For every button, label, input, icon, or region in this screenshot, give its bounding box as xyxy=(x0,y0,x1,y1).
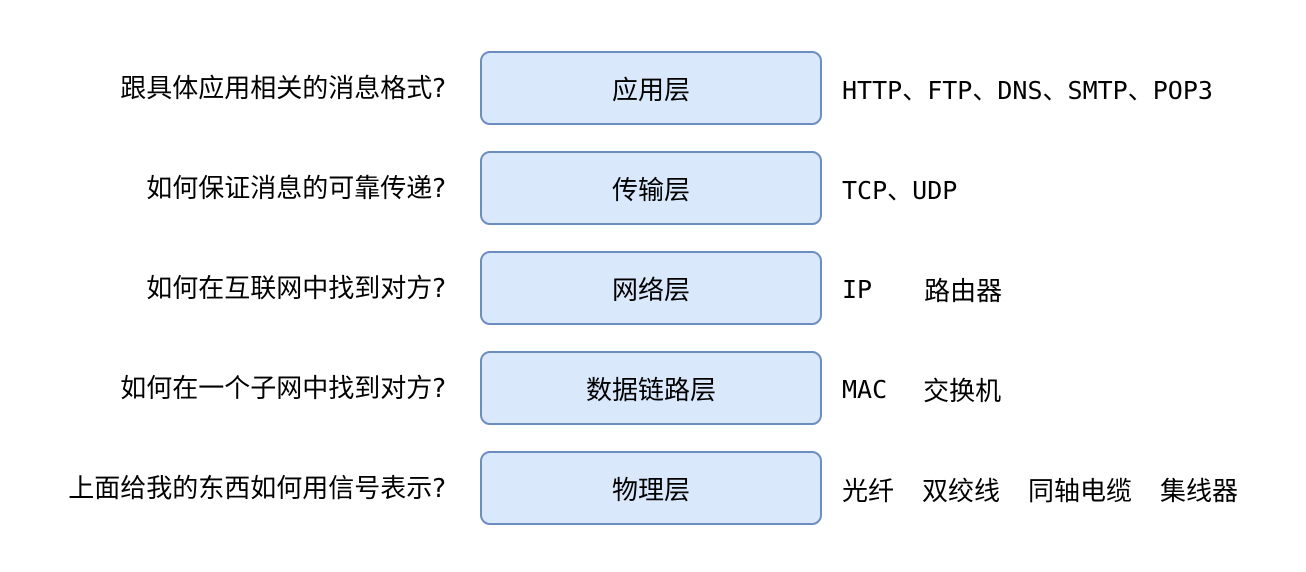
layer-row-transport: 如何保证消息的可靠传递? 传输层 TCP、UDP xyxy=(0,151,1306,227)
protocol-list: TCP、UDP xyxy=(842,176,958,205)
protocol-label: IP xyxy=(842,274,873,304)
layer-row-datalink: 如何在一个子网中找到对方? 数据链路层 MAC 交换机 xyxy=(0,351,1306,427)
layer-examples: HTTP、FTP、DNS、SMTP、POP3 xyxy=(842,51,1213,127)
medium-label: 双绞线 xyxy=(922,476,1001,507)
layer-row-physical: 上面给我的东西如何用信号表示? 物理层 光纤 双绞线 同轴电缆 集线器 xyxy=(0,451,1306,527)
layer-examples: MAC 交换机 xyxy=(842,351,1001,427)
protocol-list: HTTP、FTP、DNS、SMTP、POP3 xyxy=(842,76,1213,105)
layer-question: 如何在一个子网中找到对方? xyxy=(120,374,446,404)
layer-row-application: 跟具体应用相关的消息格式? 应用层 HTTP、FTP、DNS、SMTP、POP3 xyxy=(0,51,1306,127)
layer-examples: 光纤 双绞线 同轴电缆 集线器 xyxy=(842,451,1238,527)
layer-box-network: 网络层 xyxy=(480,251,822,325)
protocol-label: MAC xyxy=(842,374,888,404)
layer-box-physical: 物理层 xyxy=(480,451,822,525)
layer-examples: TCP、UDP xyxy=(842,151,957,227)
layer-question: 如何保证消息的可靠传递? xyxy=(146,174,446,204)
layer-box-transport: 传输层 xyxy=(480,151,822,225)
layer-question: 跟具体应用相关的消息格式? xyxy=(120,74,446,104)
layer-row-network: 如何在互联网中找到对方? 网络层 IP 路由器 xyxy=(0,251,1306,327)
layer-question: 上面给我的东西如何用信号表示? xyxy=(68,474,446,504)
layer-box-datalink: 数据链路层 xyxy=(480,351,822,425)
device-label: 路由器 xyxy=(924,276,1003,307)
layer-question: 如何在互联网中找到对方? xyxy=(146,274,446,304)
device-label: 集线器 xyxy=(1160,476,1239,507)
medium-label: 光纤 xyxy=(842,476,895,507)
device-label: 交换机 xyxy=(923,376,1002,407)
layer-box-application: 应用层 xyxy=(480,51,822,125)
layer-examples: IP 路由器 xyxy=(842,251,1002,327)
medium-label: 同轴电缆 xyxy=(1028,476,1133,507)
